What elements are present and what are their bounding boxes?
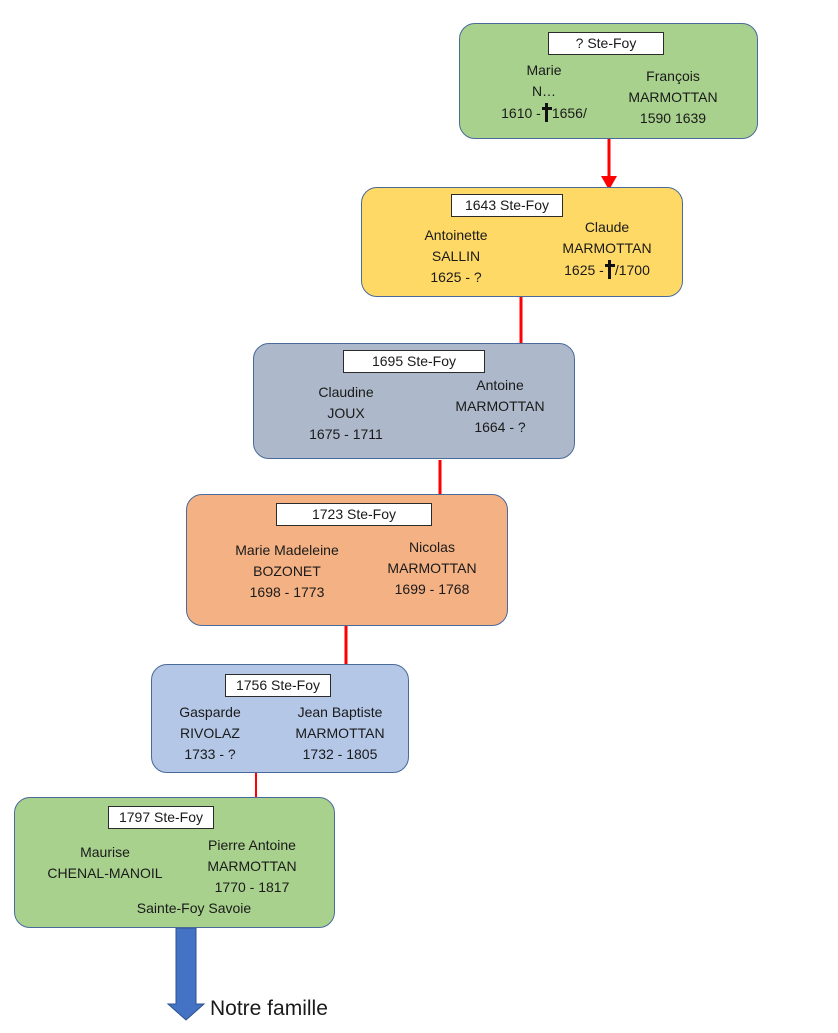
wife-4: Marie Madeleine BOZONET 1698 - 1773 [212, 540, 362, 603]
wife-5: Gasparde RIVOLAZ 1733 - ? [160, 702, 260, 765]
final-label: Notre famille [210, 997, 328, 1020]
marriage-label-2: 1643 Ste-Foy [451, 194, 563, 217]
descent-arrowhead-1 [601, 176, 617, 190]
husband-4: Nicolas MARMOTTAN 1699 - 1768 [370, 537, 494, 600]
wife-3: Claudine JOUX 1675 - 1711 [286, 382, 406, 445]
wife-1-surname: N… [531, 83, 557, 99]
wife-6: Maurise CHENAL-MANOIL [30, 842, 180, 884]
husband-3: Antoine MARMOTTAN 1664 - ? [440, 375, 560, 438]
final-down-arrow [166, 927, 206, 1021]
wife-2-first-name: Antoinette [424, 227, 488, 243]
husband-2-dates: 1625 -/1700 [546, 259, 668, 281]
marriage-label-5: 1756 Ste-Foy [225, 674, 331, 697]
wife-1-dates: 1610 -1656/ [490, 102, 598, 124]
husband-5-dates: 1732 - 1805 [302, 746, 378, 762]
husband-6-dates: 1770 - 1817 [214, 879, 290, 895]
husband-5: Jean Baptiste MARMOTTAN 1732 - 1805 [278, 702, 402, 765]
wife-4-surname: BOZONET [253, 563, 321, 579]
cross-icon [604, 259, 615, 279]
wife-5-surname: RIVOLAZ [180, 725, 240, 741]
husband-4-first-name: Nicolas [409, 539, 455, 555]
husband-1: François MARMOTTAN 1590 1639 [610, 66, 736, 129]
husband-2: Claude MARMOTTAN 1625 -/1700 [546, 217, 668, 281]
wife-5-first-name: Gasparde [179, 704, 241, 720]
husband-1-first-name: François [646, 68, 700, 84]
husband-5-first-name: Jean Baptiste [297, 704, 383, 720]
wife-1-first-name: Marie [526, 62, 562, 78]
wife-2-surname: SALLIN [431, 248, 481, 264]
wife-2-dates: 1625 - ? [430, 269, 482, 285]
wife-4-dates: 1698 - 1773 [249, 584, 325, 600]
marriage-label-1: ? Ste-Foy [548, 32, 664, 55]
marriage-label-6: 1797 Ste-Foy [108, 806, 214, 829]
wife-6-surname: CHENAL-MANOIL [47, 865, 163, 881]
marriage-label-4: 1723 Ste-Foy [276, 503, 432, 526]
wife-3-surname: JOUX [327, 405, 365, 421]
husband-4-surname: MARMOTTAN [387, 560, 477, 576]
place-label-6: Sainte-Foy Savoie [136, 900, 252, 916]
wife-3-first-name: Claudine [318, 384, 374, 400]
husband-1-surname: MARMOTTAN [628, 89, 718, 105]
husband-3-surname: MARMOTTAN [455, 398, 545, 414]
husband-6: Pierre Antoine MARMOTTAN 1770 - 1817 [190, 835, 314, 898]
marriage-label-3: 1695 Ste-Foy [343, 350, 485, 373]
wife-1: Marie N… 1610 -1656/ [490, 60, 598, 124]
wife-3-dates: 1675 - 1711 [309, 426, 383, 442]
husband-6-first-name: Pierre Antoine [208, 837, 296, 853]
wife-4-first-name: Marie Madeleine [235, 542, 339, 558]
wife-5-dates: 1733 - ? [184, 746, 236, 762]
wife-6-first-name: Maurise [80, 844, 130, 860]
husband-4-dates: 1699 - 1768 [394, 581, 470, 597]
husband-3-first-name: Antoine [476, 377, 524, 393]
husband-5-surname: MARMOTTAN [295, 725, 385, 741]
husband-2-first-name: Claude [584, 219, 630, 235]
wife-2: Antoinette SALLIN 1625 - ? [397, 225, 515, 288]
husband-3-dates: 1664 - ? [474, 419, 526, 435]
husband-6-surname: MARMOTTAN [207, 858, 297, 874]
husband-2-surname: MARMOTTAN [562, 240, 652, 256]
cross-icon [541, 102, 552, 122]
husband-1-dates: 1590 1639 [639, 110, 707, 126]
